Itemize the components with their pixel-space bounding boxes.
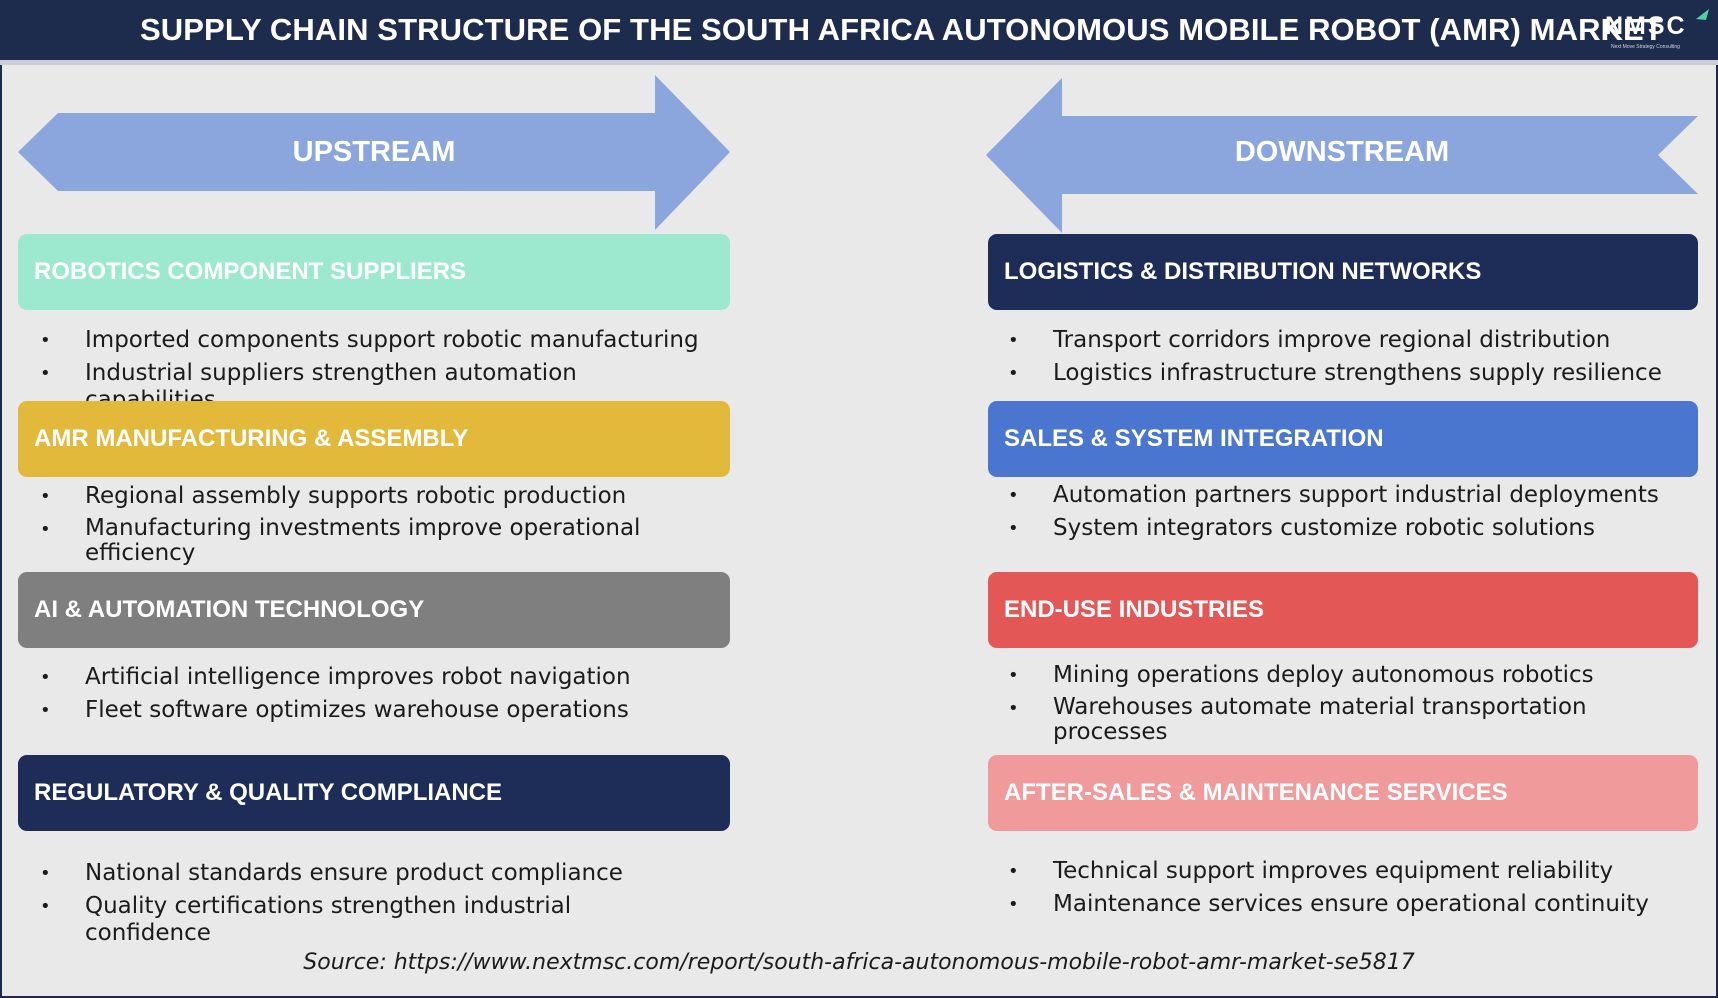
stage-title: ROBOTICS COMPONENT SUPPLIERS [34, 258, 467, 285]
list-item: •Logistics infrastructure strengthens su… [1008, 360, 1662, 386]
list-item: •Mining operations deploy autonomous rob… [1008, 662, 1594, 688]
list-item: •Automation partners support industrial … [1008, 482, 1659, 508]
list-item: •System integrators customize robotic so… [1008, 515, 1595, 541]
stage-regulatory-quality-compliance: REGULATORY & QUALITY COMPLIANCE [18, 755, 730, 831]
header-bar: SUPPLY CHAIN STRUCTURE OF THE SOUTH AFRI… [0, 0, 1718, 65]
stage-title: AI & AUTOMATION TECHNOLOGY [34, 596, 425, 623]
list-item: •Warehouses automate material transporta… [1008, 694, 1587, 745]
bullets-end-use-industries: •Mining operations deploy autonomous rob… [1008, 662, 1648, 751]
list-item: •Transport corridors improve regional di… [1008, 327, 1611, 353]
stage-after-sales-maintenance-services: AFTER-SALES & MAINTENANCE SERVICES [988, 755, 1698, 831]
logo-arrow-icon [1696, 9, 1709, 20]
logo-text: NMSC [1605, 12, 1687, 40]
list-item: •Maintenance services ensure operational… [1008, 891, 1649, 917]
bullets-amr-manufacturing-assembly: •Regional assembly supports robotic prod… [40, 483, 660, 572]
stage-title: END-USE INDUSTRIES [1004, 596, 1265, 623]
bullets-logistics-distribution-networks: •Transport corridors improve regional di… [1008, 327, 1698, 393]
upstream-arrow [18, 75, 730, 230]
page-title: SUPPLY CHAIN STRUCTURE OF THE SOUTH AFRI… [140, 12, 1663, 47]
bullets-regulatory-quality-compliance: •National standards ensure product compl… [40, 860, 700, 953]
bullets-ai-automation-technology: •Artificial intelligence improves robot … [40, 664, 700, 730]
downstream-arrow-shape [986, 78, 1698, 233]
list-item: •Imported components support robotic man… [40, 327, 699, 353]
stage-title: SALES & SYSTEM INTEGRATION [1004, 425, 1384, 452]
list-item: •Fleet software optimizes warehouse oper… [40, 697, 629, 723]
stage-end-use-industries: END-USE INDUSTRIES [988, 572, 1698, 648]
list-item: •Quality certifications strengthen indus… [40, 893, 572, 946]
nmsc-logo: NMSC Next Move Strategy Consulting [1605, 8, 1709, 52]
stage-title: REGULATORY & QUALITY COMPLIANCE [34, 779, 503, 806]
upstream-label: UPSTREAM [292, 136, 456, 168]
stage-title: AFTER-SALES & MAINTENANCE SERVICES [1004, 779, 1508, 806]
list-item: •Technical support improves equipment re… [1008, 858, 1614, 884]
downstream-arrow [986, 78, 1698, 233]
bullets-sales-system-integration: •Automation partners support industrial … [1008, 482, 1698, 548]
stage-sales-system-integration: SALES & SYSTEM INTEGRATION [988, 401, 1698, 477]
stage-logistics-distribution-networks: LOGISTICS & DISTRIBUTION NETWORKS [988, 234, 1698, 310]
downstream-label: DOWNSTREAM [1234, 136, 1450, 168]
stage-robotics-component-suppliers: ROBOTICS COMPONENT SUPPLIERS [18, 234, 730, 310]
stage-title: AMR MANUFACTURING & ASSEMBLY [34, 425, 469, 452]
logo-tagline: Next Move Strategy Consulting [1611, 44, 1680, 50]
list-item: •Manufacturing investments improve opera… [40, 515, 641, 566]
source-citation: Source: https://www.nextmsc.com/report/s… [303, 950, 1415, 975]
list-item: •Regional assembly supports robotic prod… [40, 483, 627, 509]
list-item: •National standards ensure product compl… [40, 860, 623, 886]
stage-ai-automation-technology: AI & AUTOMATION TECHNOLOGY [18, 572, 730, 648]
stage-title: LOGISTICS & DISTRIBUTION NETWORKS [1004, 258, 1482, 285]
stage-amr-manufacturing-assembly: AMR MANUFACTURING & ASSEMBLY [18, 401, 730, 477]
list-item: •Artificial intelligence improves robot … [40, 664, 631, 690]
bullets-after-sales-maintenance-services: •Technical support improves equipment re… [1008, 858, 1698, 924]
upstream-arrow-shape [18, 75, 730, 230]
